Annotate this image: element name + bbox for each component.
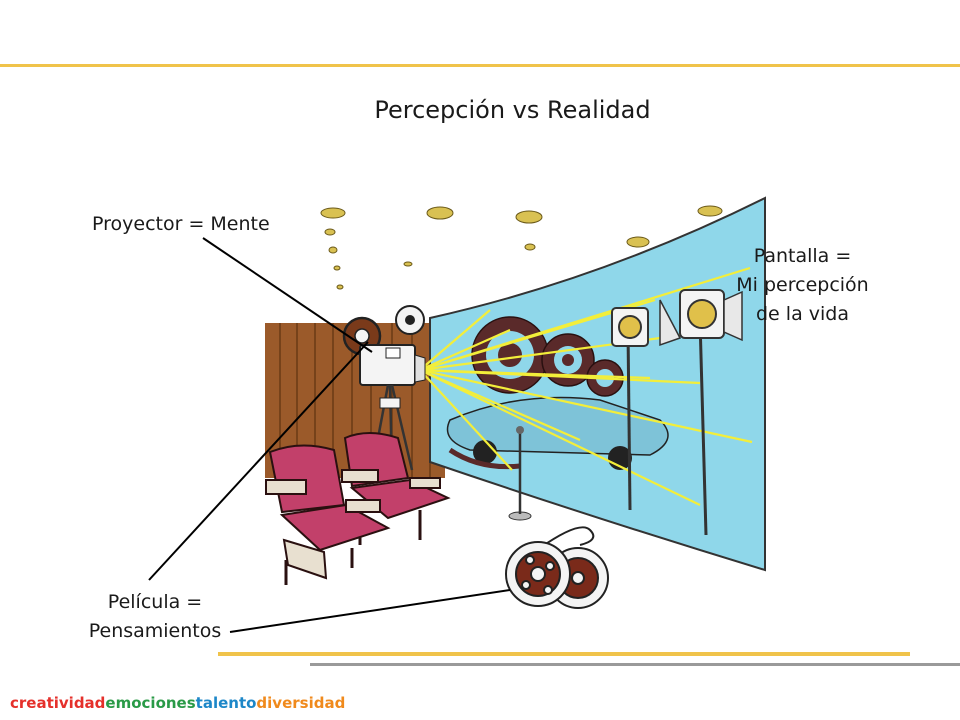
label-pantalla-line2: Mi percepción bbox=[736, 274, 869, 296]
bottom-accent-line bbox=[218, 652, 910, 656]
pointer-line-proyector bbox=[202, 237, 373, 353]
pointer-line-pensamientos bbox=[229, 589, 511, 633]
cinema-seats-icon bbox=[265, 432, 451, 585]
label-pelicula: Película = Pensamientos bbox=[70, 588, 240, 646]
brand-word-talento: talento bbox=[195, 694, 257, 712]
spotlight-icon bbox=[508, 289, 743, 536]
pointer-lines bbox=[148, 237, 511, 633]
brand-word-diversidad: diversidad bbox=[256, 694, 346, 712]
label-pelicula-line1: Película = bbox=[107, 591, 203, 613]
bottom-grey-line bbox=[310, 663, 960, 666]
brand-word-creatividad: creatividad bbox=[10, 694, 106, 712]
label-pelicula-line2: Pensamientos bbox=[88, 620, 222, 642]
brand-word-emociones: emociones bbox=[105, 694, 196, 712]
top-accent-line bbox=[0, 64, 960, 67]
slide-title: Percepción vs Realidad bbox=[374, 96, 651, 124]
label-pantalla: Pantalla = Mi percepción de la vida bbox=[720, 242, 885, 329]
label-pantalla-line3: de la vida bbox=[756, 303, 849, 325]
label-pantalla-line1: Pantalla = bbox=[753, 245, 852, 267]
label-proyector: Proyector = Mente bbox=[92, 213, 270, 235]
film-reel-icon bbox=[505, 526, 609, 609]
projector-icon bbox=[342, 305, 426, 476]
pointer-line-pelicula bbox=[148, 341, 369, 581]
ceiling-lights bbox=[320, 205, 723, 290]
footer-brand-logo: creatividademocionestalentodiversidad bbox=[10, 694, 345, 712]
